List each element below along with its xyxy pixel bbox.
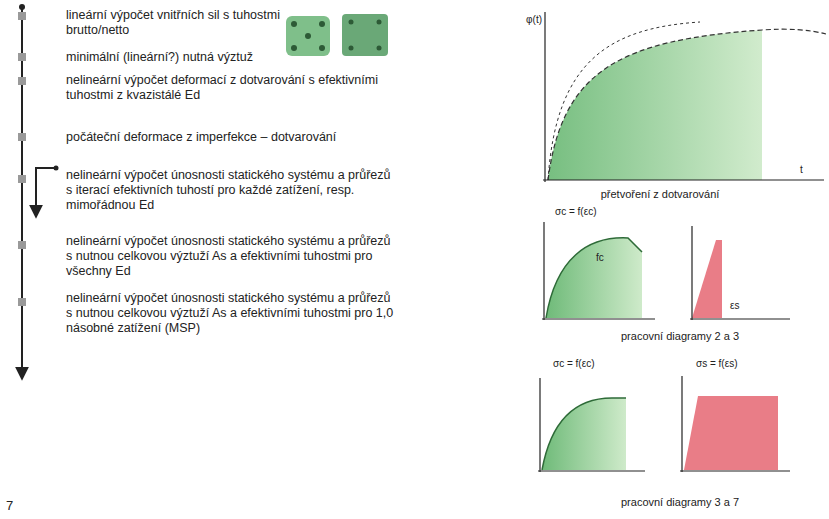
step-text: počáteční deformace z imperfekce – dotva…	[66, 130, 386, 145]
step-text: nelineární výpočet únosnosti statického …	[66, 168, 396, 213]
step-text: lineární výpočet vnitřních sil s tuhostm…	[66, 8, 286, 38]
timeline	[18, 4, 59, 378]
step-text: minimální (lineární?) nutná výztuž	[66, 50, 366, 65]
design-diagrams	[538, 376, 790, 472]
figure-caption: pracovní diagramy 2 a 3	[560, 330, 800, 343]
step-text: nelineární výpočet únosnosti statického …	[66, 234, 396, 279]
axis-label: φ(t)	[500, 14, 542, 26]
cross-sections	[286, 14, 388, 56]
figure-caption: přetvoření z dotvarování	[540, 188, 780, 201]
creep-chart	[543, 12, 826, 182]
axis-label: σc = f(εc)	[555, 206, 645, 218]
step-text: nelineární výpočet únosnosti statického …	[66, 291, 396, 336]
axis-label: εs	[730, 300, 760, 312]
axis-label: σs = f(εs)	[696, 358, 786, 370]
axis-label: t	[800, 164, 820, 176]
axis-label: σc = f(εc)	[553, 358, 643, 370]
stress-strain-charts	[542, 222, 790, 320]
figure-caption: pracovní diagramy 3 a 7	[560, 496, 800, 509]
axis-label: fc	[596, 252, 626, 264]
step-text: nelineární výpočet deformací z dotvarová…	[66, 73, 386, 103]
slide-number: 7	[6, 498, 26, 514]
